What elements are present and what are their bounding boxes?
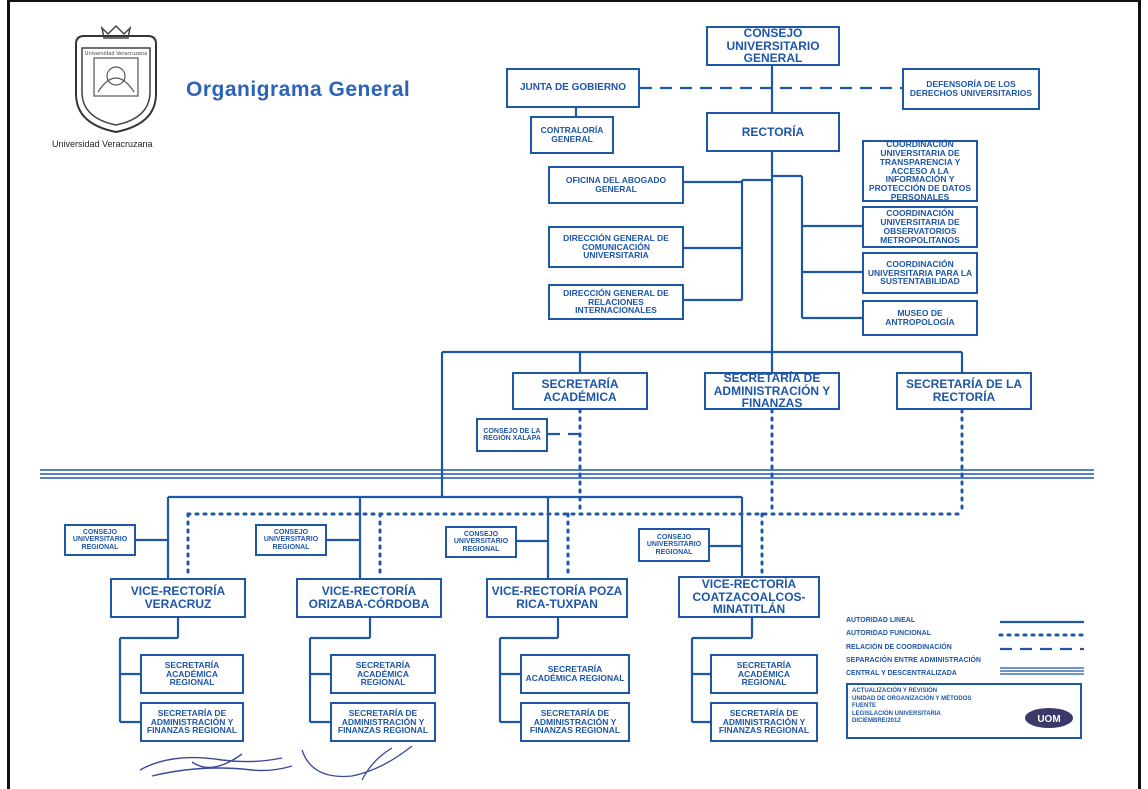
note-line: Legislación Universitaria: [852, 710, 941, 717]
secretaria-academica-regional: Secretaría Académica Regional: [710, 654, 818, 694]
direccion-comunicacion: Dirección General de Comunicación Univer…: [548, 226, 684, 268]
note-line: Diciembre/2012: [852, 718, 901, 724]
signature-2: [301, 745, 413, 781]
consejo-regional: Consejo Universitario Regional: [64, 524, 136, 556]
legend-separacion: Separación entre Administración: [846, 657, 981, 664]
direccion-relaciones-internacionales: Dirección General de Relaciones Internac…: [548, 284, 684, 320]
consejo-regional: Consejo Universitario Regional: [638, 528, 710, 562]
legend-funcional: Autoridad funcional: [846, 630, 932, 637]
consejo-regional: Consejo Universitario Regional: [445, 526, 517, 558]
vice-rectoria: Vice-Rectoría Veracruz: [110, 578, 246, 618]
secretaria-administracion-regional: Secretaría de Administración y Finanzas …: [520, 702, 630, 742]
junta-de-gobierno: Junta de Gobierno: [506, 68, 640, 108]
vice-rectoria: Vice-Rectoría Coatzacoalcos-Minatitlán: [678, 576, 820, 618]
secretaria-administracion-regional: Secretaría de Administración y Finanzas …: [140, 702, 244, 742]
uom-badge-logo: UOM: [1025, 708, 1073, 728]
page-frame: [7, 0, 1141, 789]
secretaria-rectoria: Secretaría de la Rectoría: [896, 372, 1032, 410]
legend-separacion-2: Central y Descentralizada: [846, 670, 957, 677]
secretaria-academica-regional: Secretaría Académica Regional: [140, 654, 244, 694]
coordinacion-observatorios: Coordinación Universitaria de Observator…: [862, 206, 978, 248]
note-line: Unidad de Organización y Métodos: [852, 695, 972, 702]
secretaria-administracion-regional: Secretaría de Administración y Finanzas …: [330, 702, 436, 742]
institution-name: Universidad Veracruzana: [52, 139, 153, 149]
oficina-abogado-general: Oficina del Abogado General: [548, 166, 684, 204]
consejo-region-xalapa: Consejo de la Región Xalapa: [476, 418, 548, 452]
coordinacion-transparencia: Coordinación Universitaria de Transparen…: [862, 139, 978, 202]
coordinacion-sustentabilidad: Coordinación Universitaria para la Suste…: [862, 252, 978, 294]
secretaria-academica-regional: Secretaría Académica Regional: [330, 654, 436, 694]
secretaria-academica-regional: Secretaría Académica Regional: [520, 654, 630, 694]
contraloria-general: Contraloría General: [530, 116, 614, 154]
signature-1: [139, 753, 293, 777]
legend-lineal: Autoridad lineal: [846, 617, 916, 624]
legend-coordinacion: Relación de coordinación: [846, 644, 952, 651]
secretaria-administracion-regional: Secretaría de Administración y Finanzas …: [710, 702, 818, 742]
page-title: Organigrama General: [186, 78, 411, 101]
secretaria-administracion-finanzas: Secretaría de Administración y Finanzas: [704, 372, 840, 410]
secretaria-academica: Secretaría Académica: [512, 372, 648, 410]
revision-note: Actualización y Revisión Unidad de Organ…: [846, 683, 1082, 739]
rectoria: Rectoría: [706, 112, 840, 152]
museo-antropologia: Museo de Antropología: [862, 300, 978, 336]
svg-text:Universidad Veracruzana: Universidad Veracruzana: [85, 51, 147, 57]
vice-rectoria: Vice-Rectoría Poza Rica-Tuxpan: [486, 578, 628, 618]
vice-rectoria: Vice-Rectoría Orizaba-Córdoba: [296, 578, 442, 618]
svg-text:UOM: UOM: [1037, 714, 1060, 725]
university-seal-logo: Universidad Veracruzana: [75, 24, 157, 134]
consejo-universitario-general: Consejo Universitario General: [706, 26, 840, 66]
defensoria: Defensoría de los Derechos Universitario…: [902, 68, 1040, 110]
consejo-regional: Consejo Universitario Regional: [255, 524, 327, 556]
note-line: Fuente: [852, 703, 876, 709]
note-line: Actualización y Revisión: [852, 688, 938, 694]
